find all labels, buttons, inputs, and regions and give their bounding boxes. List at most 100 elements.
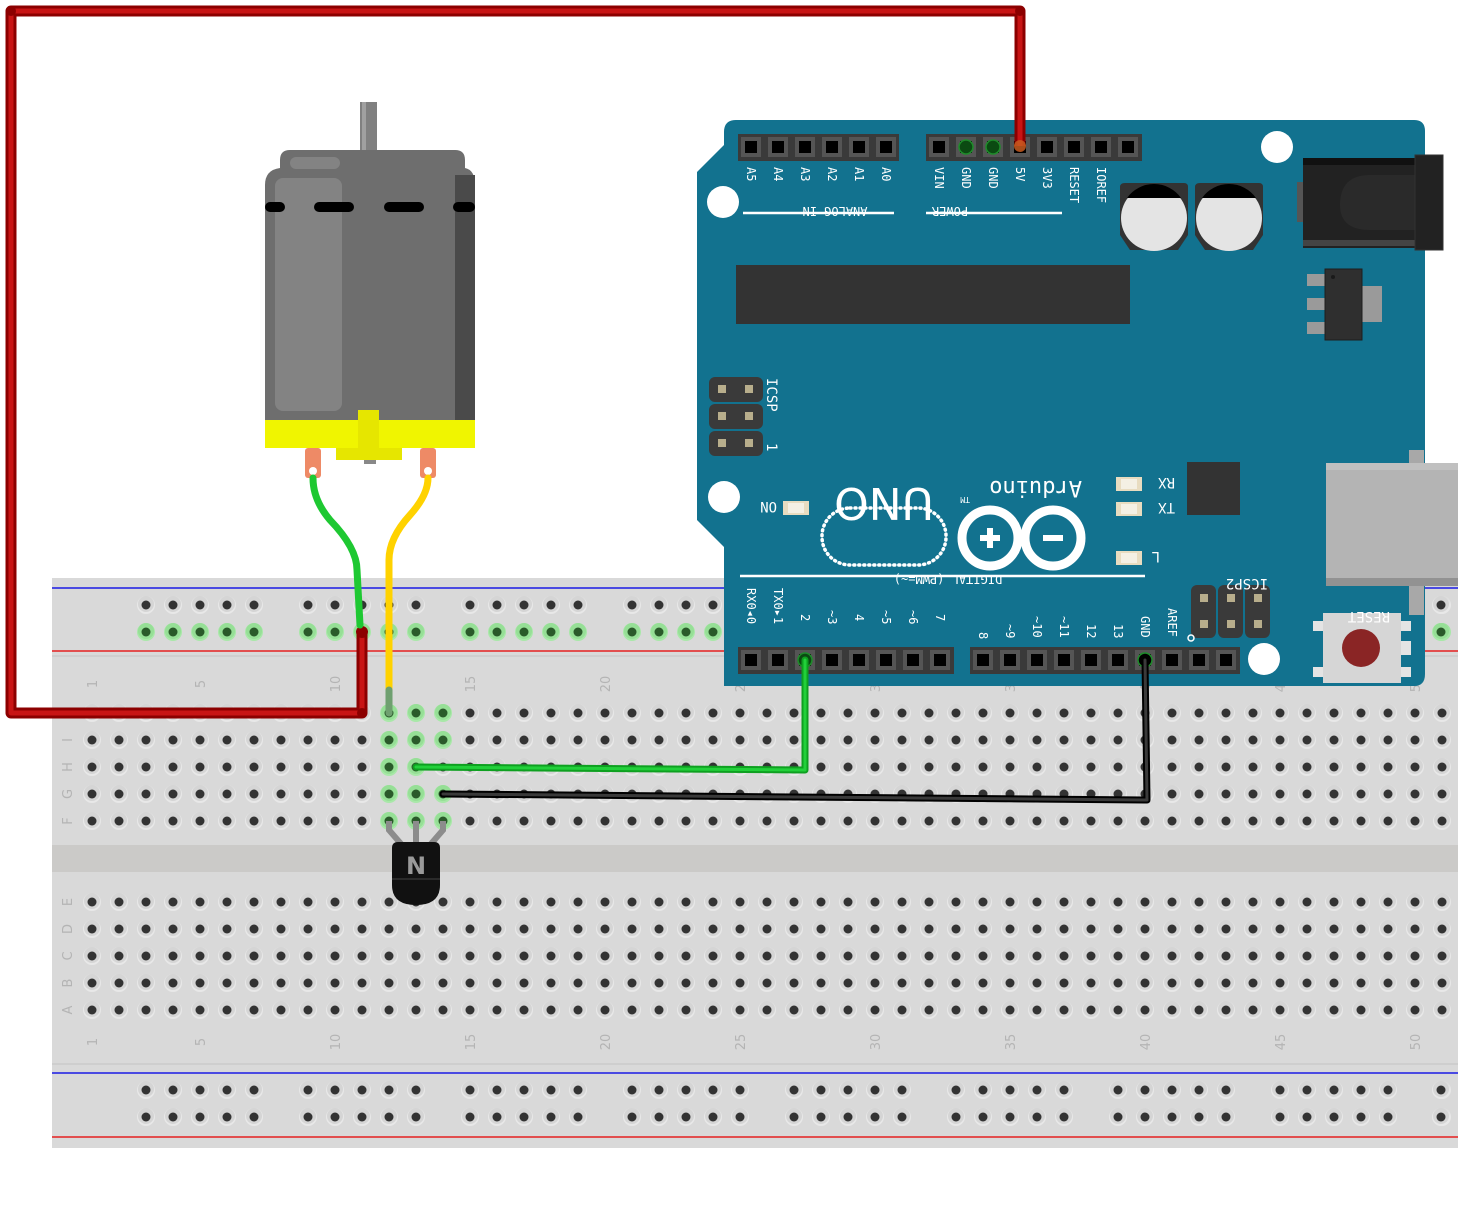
breadboard-hole[interactable] [245, 920, 263, 938]
breadboard-hole[interactable] [1001, 812, 1019, 830]
breadboard-hole[interactable] [1379, 812, 1397, 830]
breadboard-hole[interactable] [1244, 812, 1262, 830]
breadboard-hole[interactable] [353, 758, 371, 776]
breadboard-hole[interactable] [812, 1001, 830, 1019]
breadboard-hole[interactable] [326, 1001, 344, 1019]
header-pin[interactable] [795, 137, 815, 157]
breadboard-hole[interactable] [1244, 947, 1262, 965]
breadboard-hole[interactable] [731, 704, 749, 722]
breadboard-hole[interactable] [731, 974, 749, 992]
breadboard-hole[interactable] [596, 947, 614, 965]
breadboard-hole[interactable] [812, 758, 830, 776]
breadboard-hole[interactable] [1406, 947, 1424, 965]
breadboard-hole[interactable] [596, 920, 614, 938]
reset-button[interactable]: RESET [1313, 608, 1411, 683]
power-rail-hole[interactable] [326, 623, 344, 641]
breadboard-hole[interactable] [569, 812, 587, 830]
breadboard-hole[interactable] [650, 731, 668, 749]
breadboard-hole[interactable] [1271, 785, 1289, 803]
breadboard-hole[interactable] [1217, 974, 1235, 992]
header-pin[interactable] [1189, 650, 1209, 670]
breadboard-hole[interactable] [1028, 704, 1046, 722]
power-rail-hole[interactable] [866, 1081, 884, 1099]
breadboard-hole[interactable] [461, 974, 479, 992]
breadboard-hole[interactable] [1028, 974, 1046, 992]
breadboard-hole[interactable] [407, 1001, 425, 1019]
breadboard-hole[interactable] [1352, 812, 1370, 830]
breadboard-hole[interactable] [488, 893, 506, 911]
header-pin[interactable] [1000, 650, 1020, 670]
power-rail-hole[interactable] [245, 596, 263, 614]
breadboard-hole[interactable] [434, 731, 452, 749]
breadboard-hole[interactable] [299, 920, 317, 938]
breadboard-hole[interactable] [1163, 974, 1181, 992]
breadboard-hole[interactable] [434, 893, 452, 911]
breadboard-hole[interactable] [893, 974, 911, 992]
breadboard-hole[interactable] [1109, 920, 1127, 938]
breadboard-hole[interactable] [1190, 785, 1208, 803]
breadboard-hole[interactable] [1325, 785, 1343, 803]
power-rail-hole[interactable] [137, 623, 155, 641]
breadboard-hole[interactable] [110, 893, 128, 911]
power-rail-hole[interactable] [245, 1108, 263, 1126]
breadboard-hole[interactable] [704, 704, 722, 722]
breadboard-hole[interactable] [1325, 893, 1343, 911]
breadboard-hole[interactable] [407, 785, 425, 803]
power-rail-hole[interactable] [650, 1108, 668, 1126]
breadboard-hole[interactable] [812, 731, 830, 749]
breadboard-hole[interactable] [1433, 704, 1451, 722]
breadboard-hole[interactable] [569, 1001, 587, 1019]
power-rail-hole[interactable] [245, 623, 263, 641]
breadboard-hole[interactable] [1163, 704, 1181, 722]
breadboard-hole[interactable] [1433, 785, 1451, 803]
power-rail-hole[interactable] [974, 1081, 992, 1099]
breadboard-hole[interactable] [326, 731, 344, 749]
power-rail-hole[interactable] [461, 596, 479, 614]
breadboard-hole[interactable] [272, 785, 290, 803]
power-rail-hole[interactable] [569, 1108, 587, 1126]
breadboard-hole[interactable] [326, 893, 344, 911]
breadboard-hole[interactable] [1298, 785, 1316, 803]
breadboard-hole[interactable] [191, 812, 209, 830]
breadboard-hole[interactable] [893, 812, 911, 830]
power-rail-hole[interactable] [677, 1081, 695, 1099]
breadboard-hole[interactable] [1136, 920, 1154, 938]
breadboard-hole[interactable] [515, 947, 533, 965]
breadboard-hole[interactable] [1271, 812, 1289, 830]
breadboard-hole[interactable] [380, 974, 398, 992]
breadboard-hole[interactable] [974, 893, 992, 911]
breadboard-hole[interactable] [515, 920, 533, 938]
breadboard-hole[interactable] [974, 947, 992, 965]
breadboard-hole[interactable] [812, 704, 830, 722]
breadboard-hole[interactable] [515, 812, 533, 830]
power-rail-hole[interactable] [974, 1108, 992, 1126]
breadboard-hole[interactable] [1163, 893, 1181, 911]
breadboard-hole[interactable] [812, 947, 830, 965]
breadboard-hole[interactable] [353, 1001, 371, 1019]
breadboard-hole[interactable] [920, 731, 938, 749]
breadboard-hole[interactable] [461, 1001, 479, 1019]
breadboard-hole[interactable] [758, 920, 776, 938]
breadboard-hole[interactable] [434, 920, 452, 938]
breadboard-hole[interactable] [272, 893, 290, 911]
breadboard-hole[interactable] [1298, 731, 1316, 749]
breadboard-hole[interactable] [1055, 1001, 1073, 1019]
breadboard-hole[interactable] [218, 758, 236, 776]
breadboard-hole[interactable] [1055, 893, 1073, 911]
breadboard-hole[interactable] [893, 1001, 911, 1019]
breadboard-hole[interactable] [1352, 974, 1370, 992]
breadboard-hole[interactable] [353, 974, 371, 992]
power-rail-hole[interactable] [1163, 1108, 1181, 1126]
breadboard-hole[interactable] [137, 812, 155, 830]
breadboard-hole[interactable] [218, 785, 236, 803]
power-rail-hole[interactable] [164, 623, 182, 641]
breadboard-hole[interactable] [488, 1001, 506, 1019]
breadboard-hole[interactable] [596, 731, 614, 749]
breadboard-hole[interactable] [569, 920, 587, 938]
breadboard-hole[interactable] [299, 812, 317, 830]
breadboard-hole[interactable] [353, 812, 371, 830]
breadboard-hole[interactable] [1298, 704, 1316, 722]
breadboard-hole[interactable] [893, 893, 911, 911]
breadboard-hole[interactable] [326, 947, 344, 965]
breadboard-hole[interactable] [137, 974, 155, 992]
